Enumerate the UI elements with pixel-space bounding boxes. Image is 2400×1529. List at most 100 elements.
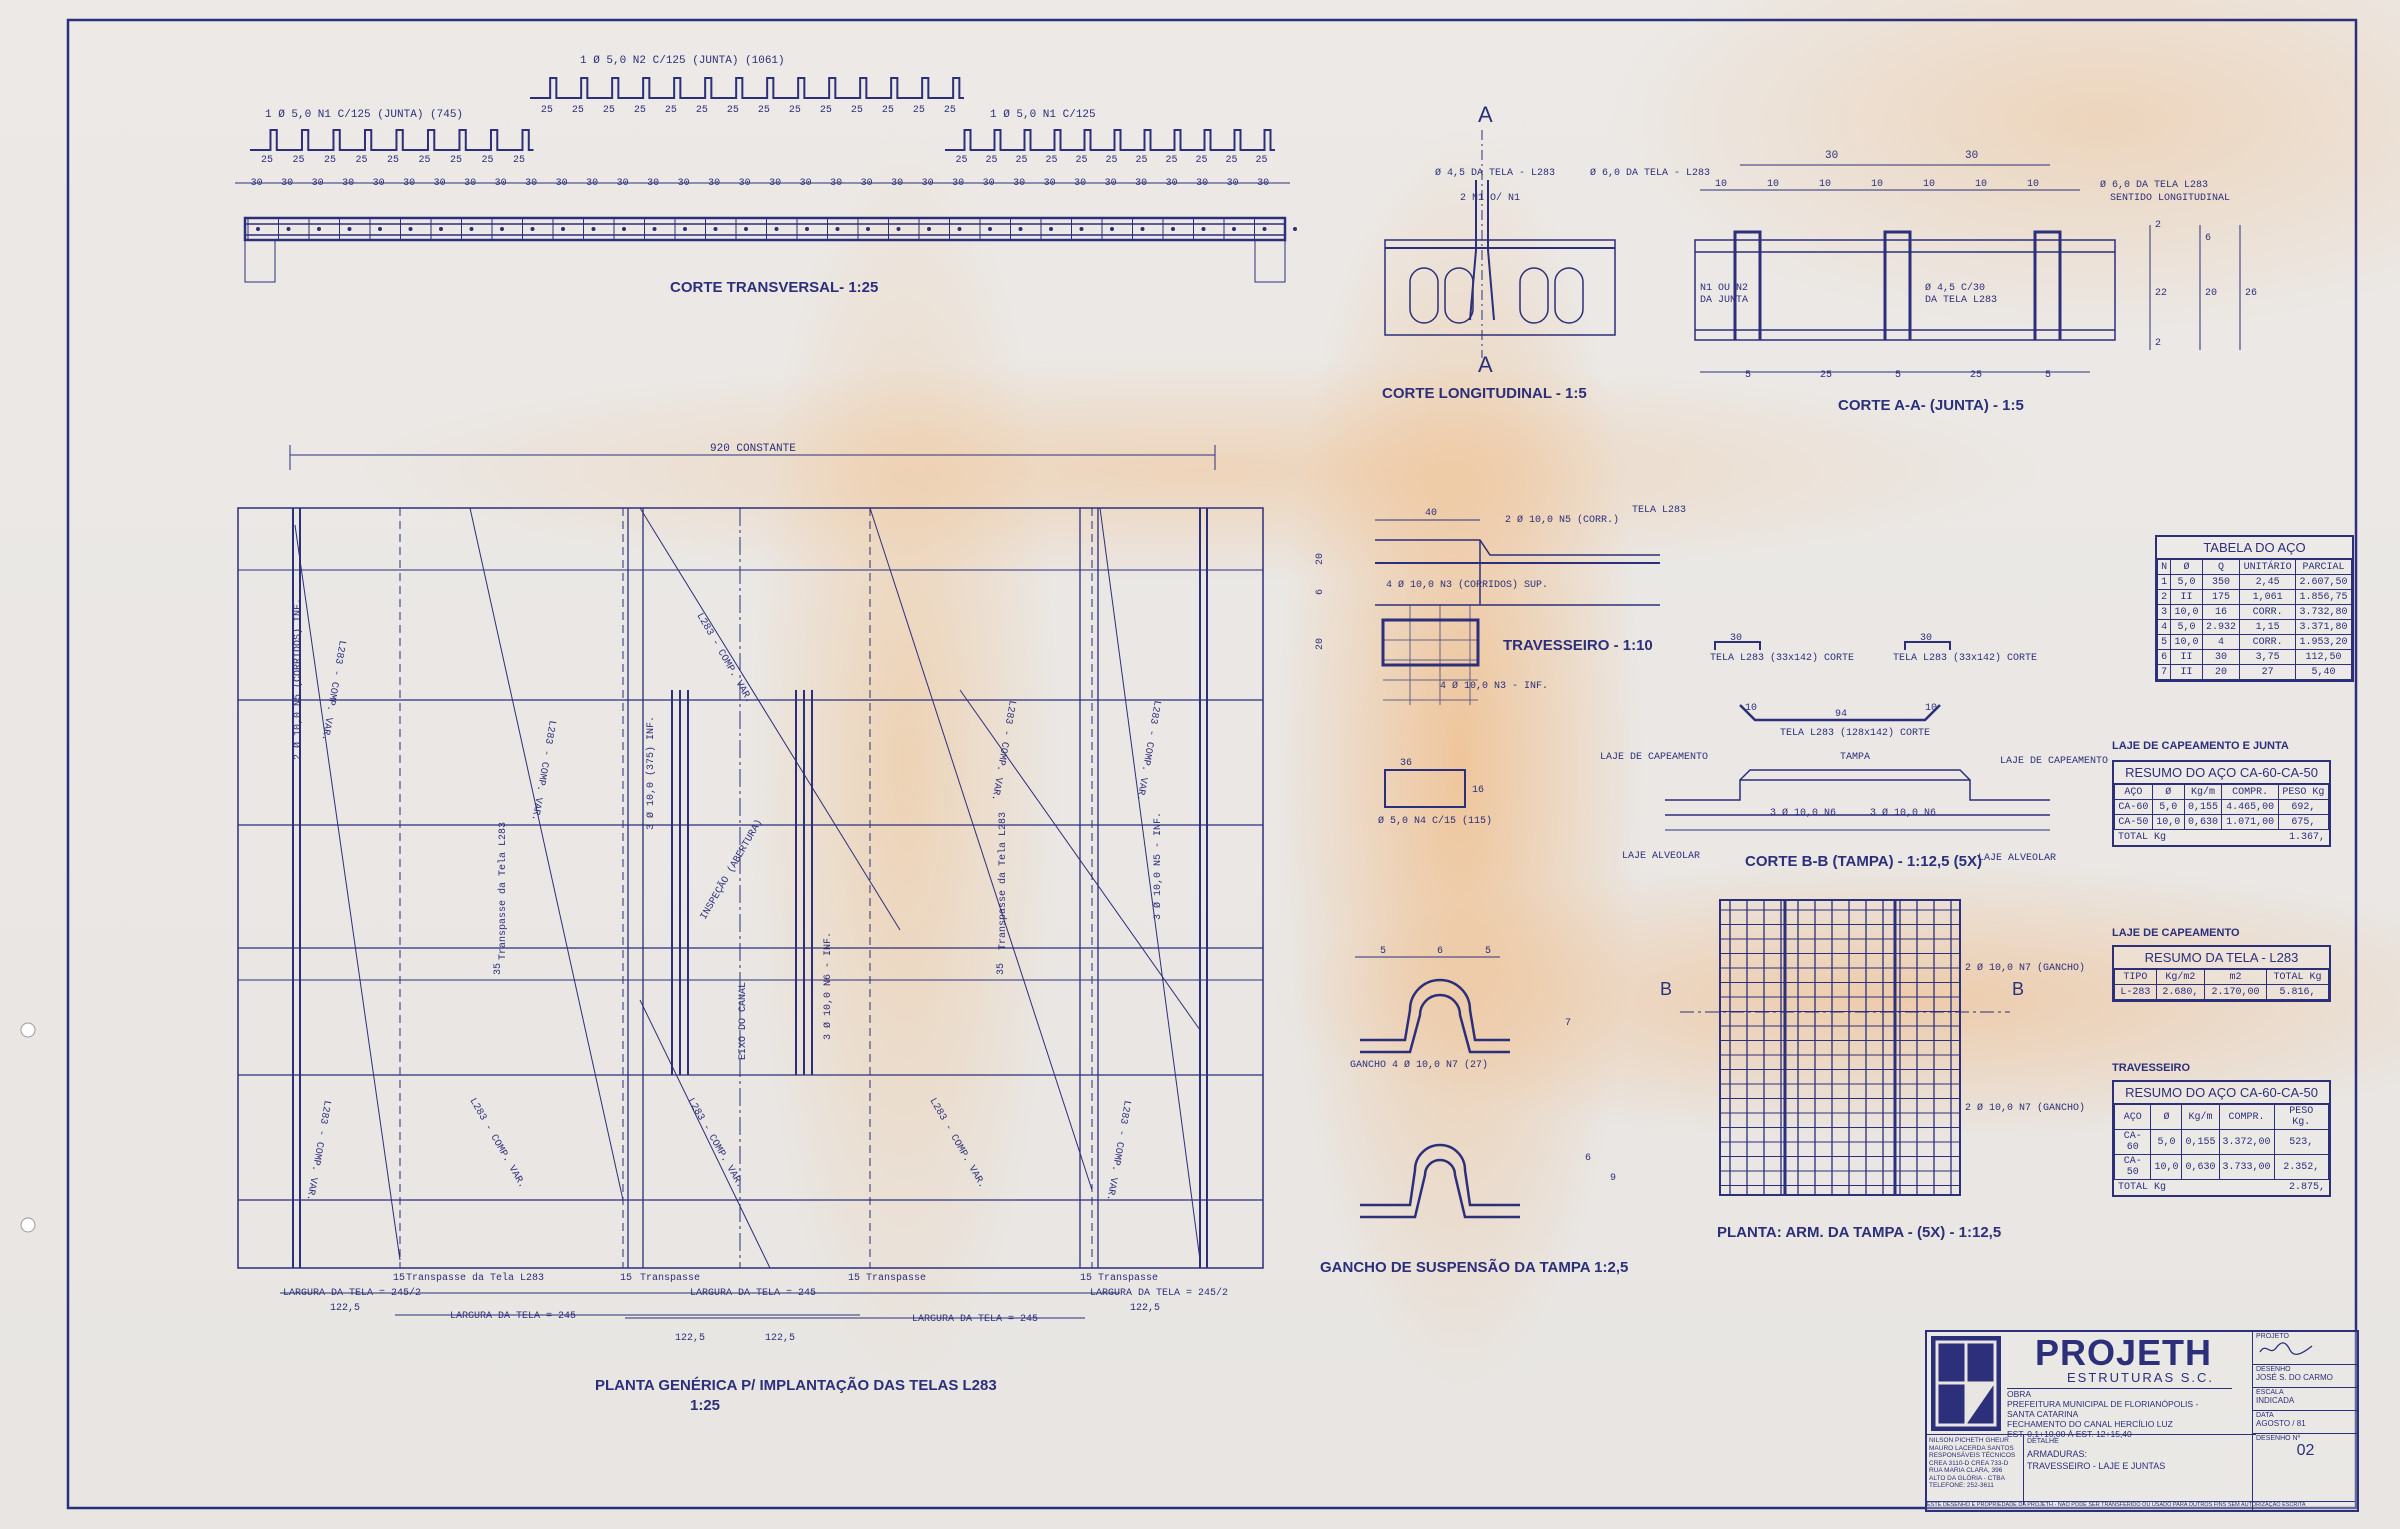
tela-principal: TELA L283 (128x142) CORTE [1780, 727, 1930, 739]
gancho-shape-1 [1360, 978, 1510, 1054]
table-cell: CA-60 [2113, 1129, 2152, 1155]
label-tela-comp-4: L283 - COMP. VAR. [988, 699, 1017, 801]
eng-line: MAURO LACERDA SANTOS [1929, 1444, 2014, 1452]
note-tela283-aa: DA TELA L283 [1925, 295, 1997, 306]
dim-10-b: 10 [1925, 703, 1937, 714]
rebar-dot [1262, 227, 1267, 231]
dim-25-label: 25 [789, 105, 801, 116]
planta-tampa-title: PLANTA: ARM. DA TAMPA - (5X) - 1:12,5 [1717, 1224, 2001, 1241]
laje-alv-right: LAJE ALVEOLAR [1978, 853, 2056, 864]
dim-25-label: 25 [541, 105, 553, 116]
dim-2-a: 2 [2155, 220, 2161, 231]
dim-25-label: 25 [634, 105, 646, 116]
dim-6-g2: 6 [1585, 1153, 1591, 1164]
dim-25-label: 25 [665, 105, 677, 116]
dim-25-label: 25 [1226, 155, 1238, 166]
label-tela-comp-3: L283 - COMP. VAR. [694, 612, 755, 706]
note-n1n2-aa: N1 OU N2 [1700, 283, 1748, 294]
dim-6: 6 [2205, 233, 2211, 244]
dim-5-g-a: 5 [1380, 946, 1386, 957]
table-cell: 1 [2156, 574, 2172, 590]
note-n2-junta: 1 Ø 5,0 N2 C/125 (JUNTA) (1061) [580, 55, 785, 67]
table-cell: 5,0 [2151, 799, 2185, 815]
resumo-tela-title: RESUMO DA TELA - L283 [2114, 947, 2329, 969]
dim-5-a: 5 [1745, 370, 1751, 381]
dim-25-label: 25 [293, 155, 305, 166]
dim-10-label: 10 [2027, 179, 2039, 190]
table-cell: 30 [2201, 649, 2241, 665]
planta-diagonal [469, 507, 624, 1201]
rebar-dot [256, 227, 260, 231]
table-cell: 5,0 [2170, 619, 2203, 635]
table-cell: CORR. [2239, 634, 2297, 650]
label-tela-comp-10: L283 - COMP. VAR. [1103, 1099, 1132, 1201]
dim-15-b: 15 [620, 1273, 632, 1284]
dim-25-label: 25 [758, 105, 770, 116]
label-transpasse-1: Transpasse da Tela L283 [497, 822, 509, 960]
table-cell: 0,155 [2183, 799, 2223, 815]
col-header: N [2156, 559, 2172, 575]
footer-note: ESTE DESENHO É PROPRIEDADE DA PROJETH - … [1927, 1501, 2355, 1508]
col-header: TIPO [2114, 969, 2157, 985]
table-cell: 5.816, [2266, 984, 2329, 1000]
table-cell: 1,15 [2239, 619, 2297, 635]
corte-bb: 30 TELA L283 (33x142) CORTE 30 TELA L283… [1600, 633, 2108, 870]
table-cell: 2.170,00 [2204, 984, 2268, 1000]
section-mark-b-right: B [2012, 979, 2024, 999]
total-value: 2.875, [2288, 1182, 2325, 1193]
dim-25-label: 25 [1106, 155, 1118, 166]
dim-constante: 920 CONSTANTE [710, 443, 796, 455]
table-cell: 7 [2156, 664, 2172, 680]
dim-122-d: 122,5 [765, 1333, 795, 1344]
dim-25-label: 25 [1256, 155, 1268, 166]
dim-5-g-b: 5 [1485, 946, 1491, 957]
table-cell: 6 [2156, 649, 2172, 665]
label-tela-comp-9: L283 - COMP. VAR. [927, 1097, 988, 1191]
corte-bb-title: CORTE B-B (TAMPA) - 1:12,5 (5X) [1745, 853, 1982, 870]
dim-10-label: 10 [1871, 179, 1883, 190]
obra-label: OBRA [2007, 1389, 2032, 1399]
signature-icon [2259, 1342, 2313, 1356]
gancho-title: GANCHO DE SUSPENSÃO DA TAMPA 1:2,5 [1320, 1258, 1628, 1276]
dim-122-c: 122,5 [675, 1333, 705, 1344]
label-n6-sup: 3 Ø 10,0 N5 - INF. [1152, 812, 1164, 920]
rebar-dot [1293, 227, 1297, 231]
note-n1: 1 Ø 5,0 N1 C/125 [990, 109, 1096, 121]
planta-tampa: B B 2 Ø 10,0 N7 (GANCHO) 2 Ø 10,0 N7 (GA… [1660, 899, 2085, 1241]
dim-10-label: 10 [1923, 179, 1935, 190]
table-cell: 4 [2156, 619, 2172, 635]
table-cell: 692, [2277, 799, 2330, 815]
desenho-label: DESENHO [2256, 1366, 2291, 1373]
n6-bb-a: 3 Ø 10,0 N6 [1770, 807, 1836, 819]
rebar-dot [1201, 227, 1206, 231]
n7-gancho-b: 2 Ø 10,0 N7 (GANCHO) [1965, 1102, 2085, 1114]
planta-frame [237, 507, 1264, 1269]
dim-25-label: 25 [356, 155, 368, 166]
gancho-shape-2 [1360, 1143, 1520, 1219]
largura-245-c: LARGURA DA TELA = 245 [912, 1314, 1038, 1325]
dim-5-c: 5 [2045, 370, 2051, 381]
planta-diagonal [869, 507, 1093, 1191]
label-n5-sup: 3 Ø 10,0 (375) INF. [645, 716, 657, 830]
dim-94: 94 [1835, 709, 1847, 720]
resumo-junta-title: RESUMO DO AÇO CA-60-CA-50 [2114, 762, 2329, 784]
table-cell: 0,155 [2181, 1129, 2220, 1155]
col-header: Ø [2151, 784, 2185, 800]
table-cell: CORR. [2239, 604, 2297, 620]
n7-gancho-a: 2 Ø 10,0 N7 (GANCHO) [1965, 962, 2085, 974]
rebar-dot [1079, 227, 1084, 231]
dim-15-c: 15 [848, 1273, 860, 1284]
label-tela-comp-5: L283 - COMP. VAR. [1133, 699, 1162, 801]
table-cell: 5 [2156, 634, 2172, 650]
dim-25-label: 25 [1166, 155, 1178, 166]
resumo-junta: RESUMO DO AÇO CA-60-CA-50 AÇO Ø Kg/m COM… [2112, 760, 2331, 847]
dim-25-label: 25 [1046, 155, 1058, 166]
table-cell: 3.732,80 [2295, 604, 2352, 620]
rebar-dot [652, 227, 657, 231]
